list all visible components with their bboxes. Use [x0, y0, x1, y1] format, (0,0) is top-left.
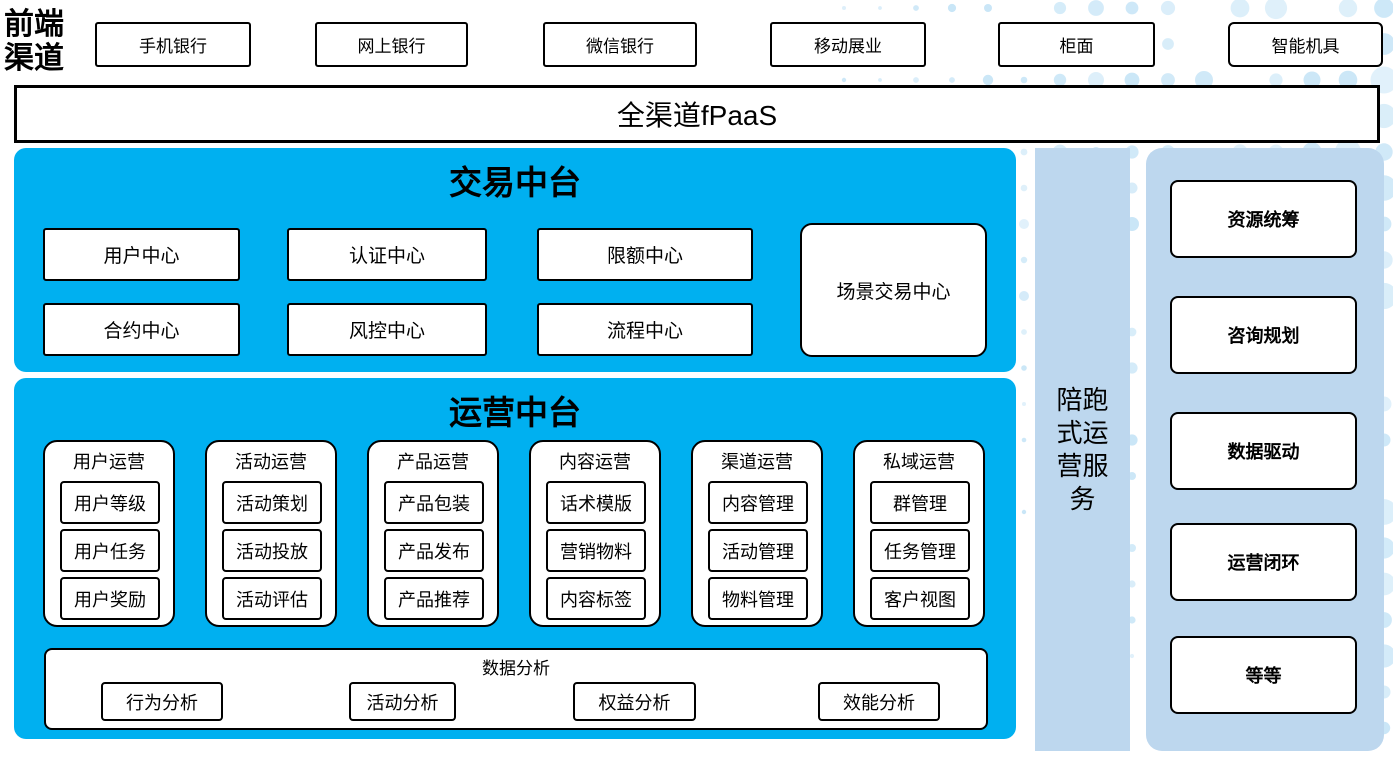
channel-box-counter: 柜面 [998, 22, 1155, 67]
cell-risk-center: 风控中心 [287, 303, 487, 356]
cell-scene-trade-center: 场景交易中心 [800, 223, 987, 357]
cell-user-center: 用户中心 [43, 228, 240, 281]
panel-box-resource-planning: 资源统筹 [1170, 180, 1357, 258]
sub-cell: 任务管理 [870, 529, 970, 572]
channel-box-wechat-banking: 微信银行 [543, 22, 697, 67]
cell-limit-center: 限额中心 [537, 228, 753, 281]
channel-box-online-banking: 网上银行 [315, 22, 468, 67]
panel-box-operation-loop: 运营闭环 [1170, 523, 1357, 601]
channel-box-mobile-sales: 移动展业 [770, 22, 926, 67]
sub-cell: 产品推荐 [384, 577, 484, 620]
sub-cell: 群管理 [870, 481, 970, 524]
sub-cell: 内容标签 [546, 577, 646, 620]
data-analysis-title: 数据分析 [482, 659, 550, 678]
panel-box-consulting-planning: 咨询规划 [1170, 296, 1357, 374]
sub-cell: 内容管理 [708, 481, 808, 524]
cell-efficiency-analysis: 效能分析 [818, 682, 940, 721]
operation-platform-title: 运营中台 [449, 396, 581, 432]
panel-box-data-driven: 数据驱动 [1170, 412, 1357, 490]
cell-contract-center: 合约中心 [43, 303, 240, 356]
column-activity-operation: 活动运营 活动策划 活动投放 活动评估 [205, 440, 337, 627]
cell-behavior-analysis: 行为分析 [101, 682, 223, 721]
sub-cell: 物料管理 [708, 577, 808, 620]
cell-rights-analysis: 权益分析 [573, 682, 696, 721]
column-title: 内容运营 [559, 452, 631, 472]
service-capabilities-panel: 资源统筹 咨询规划 数据驱动 运营闭环 等等 [1146, 148, 1384, 751]
column-product-operation: 产品运营 产品包装 产品发布 产品推荐 [367, 440, 499, 627]
channel-box-mobile-banking: 手机银行 [95, 22, 251, 67]
operation-platform-section: 运营中台 用户运营 用户等级 用户任务 用户奖励 活动运营 活动策划 活动投放 … [14, 378, 1016, 739]
cell-auth-center: 认证中心 [287, 228, 487, 281]
column-title: 私域运营 [883, 452, 955, 472]
column-private-domain-operation: 私域运营 群管理 任务管理 客户视图 [853, 440, 985, 627]
sub-cell: 用户等级 [60, 481, 160, 524]
trade-platform-title: 交易中台 [449, 166, 581, 202]
accompany-operation-service-bar: 陪跑式运营服务 [1035, 148, 1130, 751]
sub-cell: 客户视图 [870, 577, 970, 620]
panel-box-etc: 等等 [1170, 636, 1357, 714]
column-title: 渠道运营 [721, 452, 793, 472]
data-analysis-container: 数据分析 行为分析 活动分析 权益分析 效能分析 [44, 648, 988, 730]
sub-cell: 话术模版 [546, 481, 646, 524]
column-title: 活动运营 [235, 452, 307, 472]
sub-cell: 营销物料 [546, 529, 646, 572]
sub-cell: 产品发布 [384, 529, 484, 572]
sub-cell: 用户任务 [60, 529, 160, 572]
sub-cell: 活动管理 [708, 529, 808, 572]
sub-cell: 活动投放 [222, 529, 322, 572]
cell-activity-analysis: 活动分析 [349, 682, 456, 721]
sub-cell: 产品包装 [384, 481, 484, 524]
front-channels-label: 前端渠道 [4, 8, 64, 75]
sub-cell: 活动策划 [222, 481, 322, 524]
omnichannel-fpaas-bar: 全渠道fPaaS [14, 85, 1380, 143]
cell-process-center: 流程中心 [537, 303, 753, 356]
column-user-operation: 用户运营 用户等级 用户任务 用户奖励 [43, 440, 175, 627]
accompany-operation-service-label: 陪跑式运营服务 [1056, 384, 1109, 514]
column-title: 用户运营 [73, 452, 145, 472]
column-channel-operation: 渠道运营 内容管理 活动管理 物料管理 [691, 440, 823, 627]
sub-cell: 活动评估 [222, 577, 322, 620]
column-title: 产品运营 [397, 452, 469, 472]
channel-box-smart-devices: 智能机具 [1228, 22, 1383, 67]
sub-cell: 用户奖励 [60, 577, 160, 620]
trade-platform-section: 交易中台 用户中心 认证中心 限额中心 合约中心 风控中心 流程中心 场景交易中… [14, 148, 1016, 372]
column-content-operation: 内容运营 话术模版 营销物料 内容标签 [529, 440, 661, 627]
